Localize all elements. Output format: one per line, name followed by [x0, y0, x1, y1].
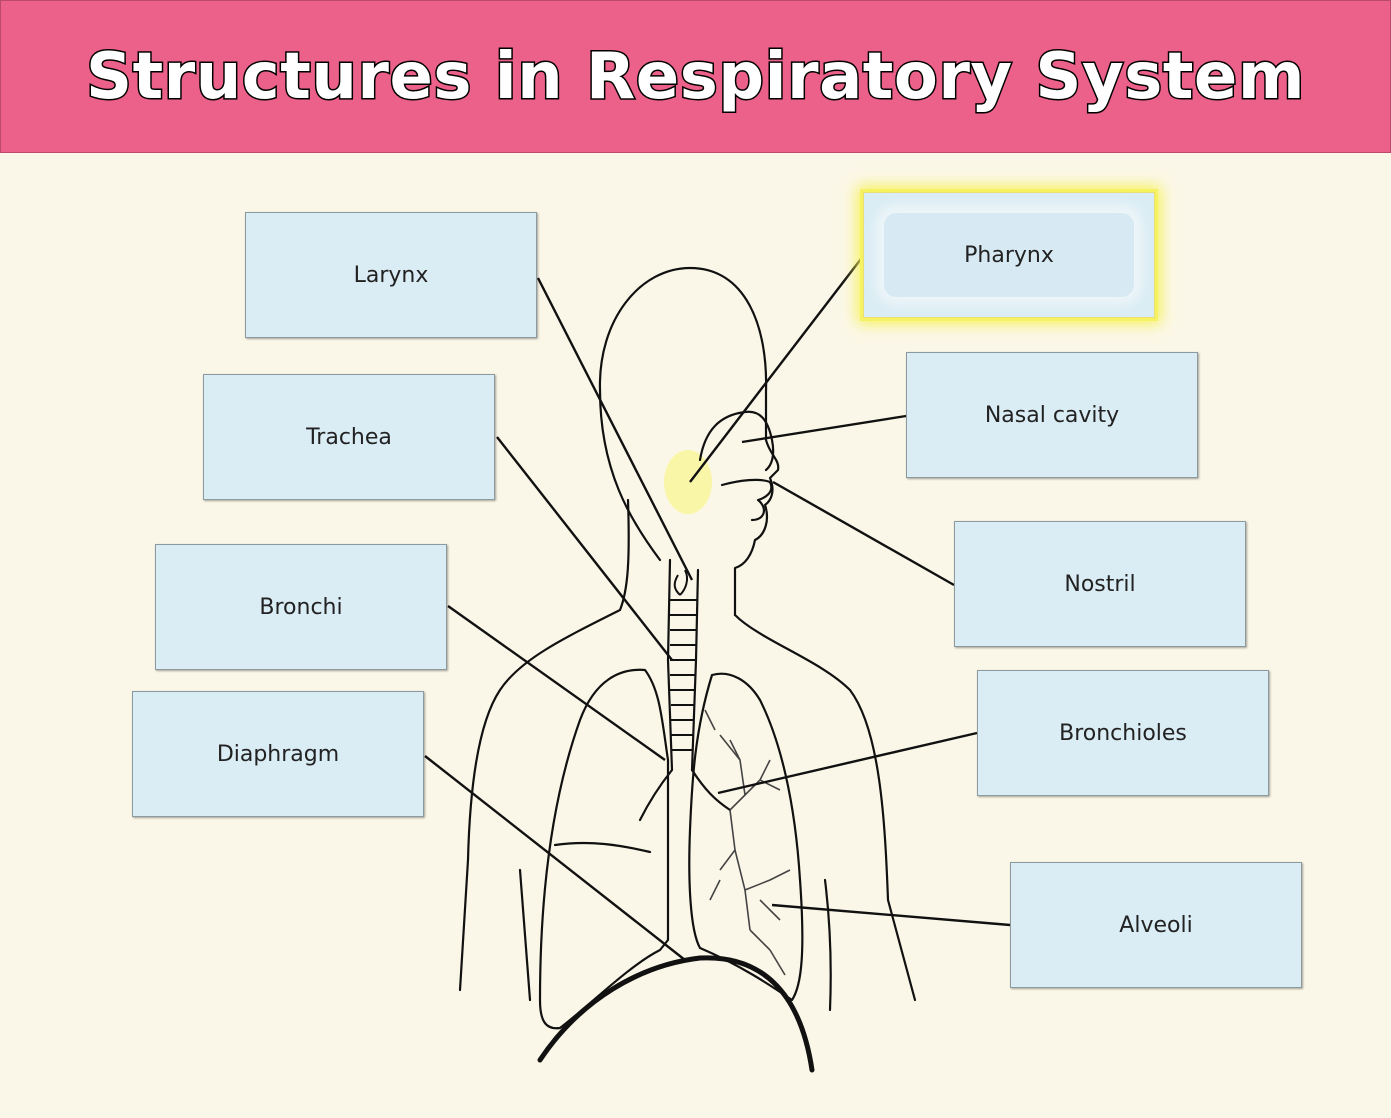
label-bronchioles[interactable]: Bronchioles [977, 670, 1269, 796]
alveoli-connector [771, 903, 1011, 927]
label-pharynx[interactable]: Pharynx [863, 192, 1155, 318]
bronchi-connector [447, 605, 666, 761]
right-arm-inner [823, 878, 832, 1012]
right-bronchus [690, 768, 732, 812]
label-pharynx-text: Pharynx [884, 213, 1134, 297]
pharynx-connector [689, 254, 865, 483]
head-outline [598, 266, 780, 617]
larynx-connector [536, 277, 694, 581]
bronchioles-connector [717, 731, 978, 795]
page-title: Structures in Respiratory System [84, 38, 1306, 115]
bronchiole-branches [704, 709, 791, 976]
label-alveoli[interactable]: Alveoli [1010, 862, 1302, 988]
trachea-rings [670, 569, 697, 751]
right-lung [688, 672, 804, 1002]
left-lung-fissure [553, 841, 652, 854]
body-outline [458, 266, 917, 1073]
diaphragm-line [537, 955, 815, 1073]
label-larynx[interactable]: Larynx [245, 212, 537, 338]
pharynx-glow [664, 450, 712, 514]
nasal-inner [698, 410, 775, 472]
label-trachea[interactable]: Trachea [203, 374, 495, 500]
left-lung [538, 668, 670, 1030]
connector-lines [424, 254, 1011, 961]
left-arm-inner [518, 868, 532, 1002]
nostril-inner [720, 478, 773, 522]
title-banner [0, 0, 1391, 153]
label-nasal-cavity[interactable]: Nasal cavity [906, 352, 1198, 478]
trachea-connector [496, 436, 673, 661]
right-shoulder [733, 613, 917, 1002]
label-bronchi[interactable]: Bronchi [155, 544, 447, 670]
label-nostril[interactable]: Nostril [954, 521, 1246, 647]
nasal-cavity-connector [741, 414, 907, 444]
nostril-connector [772, 480, 955, 587]
label-diaphragm[interactable]: Diaphragm [132, 691, 424, 817]
diaphragm-connector [424, 755, 686, 961]
left-bronchus [638, 768, 674, 822]
